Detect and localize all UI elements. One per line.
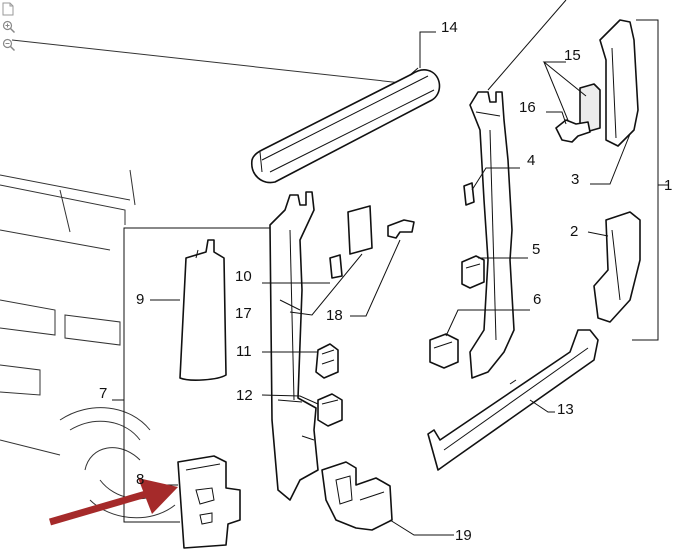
part-17-cover[interactable] bbox=[347, 205, 373, 255]
callout-19[interactable]: 19 bbox=[455, 527, 472, 544]
viewer-toolbar bbox=[2, 2, 18, 56]
part-16-clip[interactable] bbox=[555, 119, 591, 143]
part-4-plug[interactable] bbox=[463, 182, 475, 206]
callout-12[interactable]: 12 bbox=[236, 387, 253, 404]
callout-8[interactable]: 8 bbox=[136, 471, 144, 488]
callout-5[interactable]: 5 bbox=[532, 241, 540, 258]
part-10-plug[interactable] bbox=[329, 254, 343, 279]
callout-4[interactable]: 4 bbox=[527, 152, 535, 169]
callout-3[interactable]: 3 bbox=[571, 171, 579, 188]
part-13-sill-trim[interactable] bbox=[427, 329, 599, 471]
callout-6[interactable]: 6 bbox=[533, 291, 541, 308]
group-7-bracket bbox=[123, 227, 270, 523]
part-8-lower-trim[interactable] bbox=[177, 455, 241, 549]
part-5-clip[interactable] bbox=[461, 255, 485, 289]
part-18-clip[interactable] bbox=[387, 219, 415, 239]
central-pillar-trim[interactable] bbox=[269, 191, 319, 501]
callout-16[interactable]: 16 bbox=[519, 99, 536, 116]
document-icon[interactable] bbox=[2, 2, 16, 16]
part-9-pillar-cover[interactable] bbox=[179, 239, 227, 381]
group-1-bracket bbox=[632, 19, 659, 341]
rear-pillar-trim[interactable] bbox=[469, 91, 515, 379]
part-11-clip[interactable] bbox=[315, 343, 339, 379]
part-2-lower-trim[interactable] bbox=[593, 211, 641, 323]
part-6-block[interactable] bbox=[429, 333, 459, 369]
highlight-arrow bbox=[49, 478, 178, 526]
part-3-upper-trim[interactable] bbox=[599, 19, 639, 147]
callout-2[interactable]: 2 bbox=[570, 223, 578, 240]
part-19-bracket[interactable] bbox=[321, 461, 393, 531]
callout-18[interactable]: 18 bbox=[326, 307, 343, 324]
part-12-clip[interactable] bbox=[317, 393, 343, 427]
zoom-out-icon[interactable] bbox=[2, 38, 16, 52]
callout-13[interactable]: 13 bbox=[557, 401, 574, 418]
part-14-roof-trim[interactable] bbox=[251, 67, 441, 184]
callout-14[interactable]: 14 bbox=[441, 19, 458, 36]
zoom-in-icon[interactable] bbox=[2, 20, 16, 34]
callout-11[interactable]: 11 bbox=[236, 343, 252, 360]
callout-10[interactable]: 10 bbox=[235, 268, 252, 285]
callout-15[interactable]: 15 bbox=[564, 47, 581, 64]
callout-9[interactable]: 9 bbox=[136, 291, 144, 308]
callout-7[interactable]: 7 bbox=[99, 385, 107, 402]
callout-17[interactable]: 17 bbox=[235, 305, 252, 322]
callout-1[interactable]: 1 bbox=[664, 177, 672, 194]
